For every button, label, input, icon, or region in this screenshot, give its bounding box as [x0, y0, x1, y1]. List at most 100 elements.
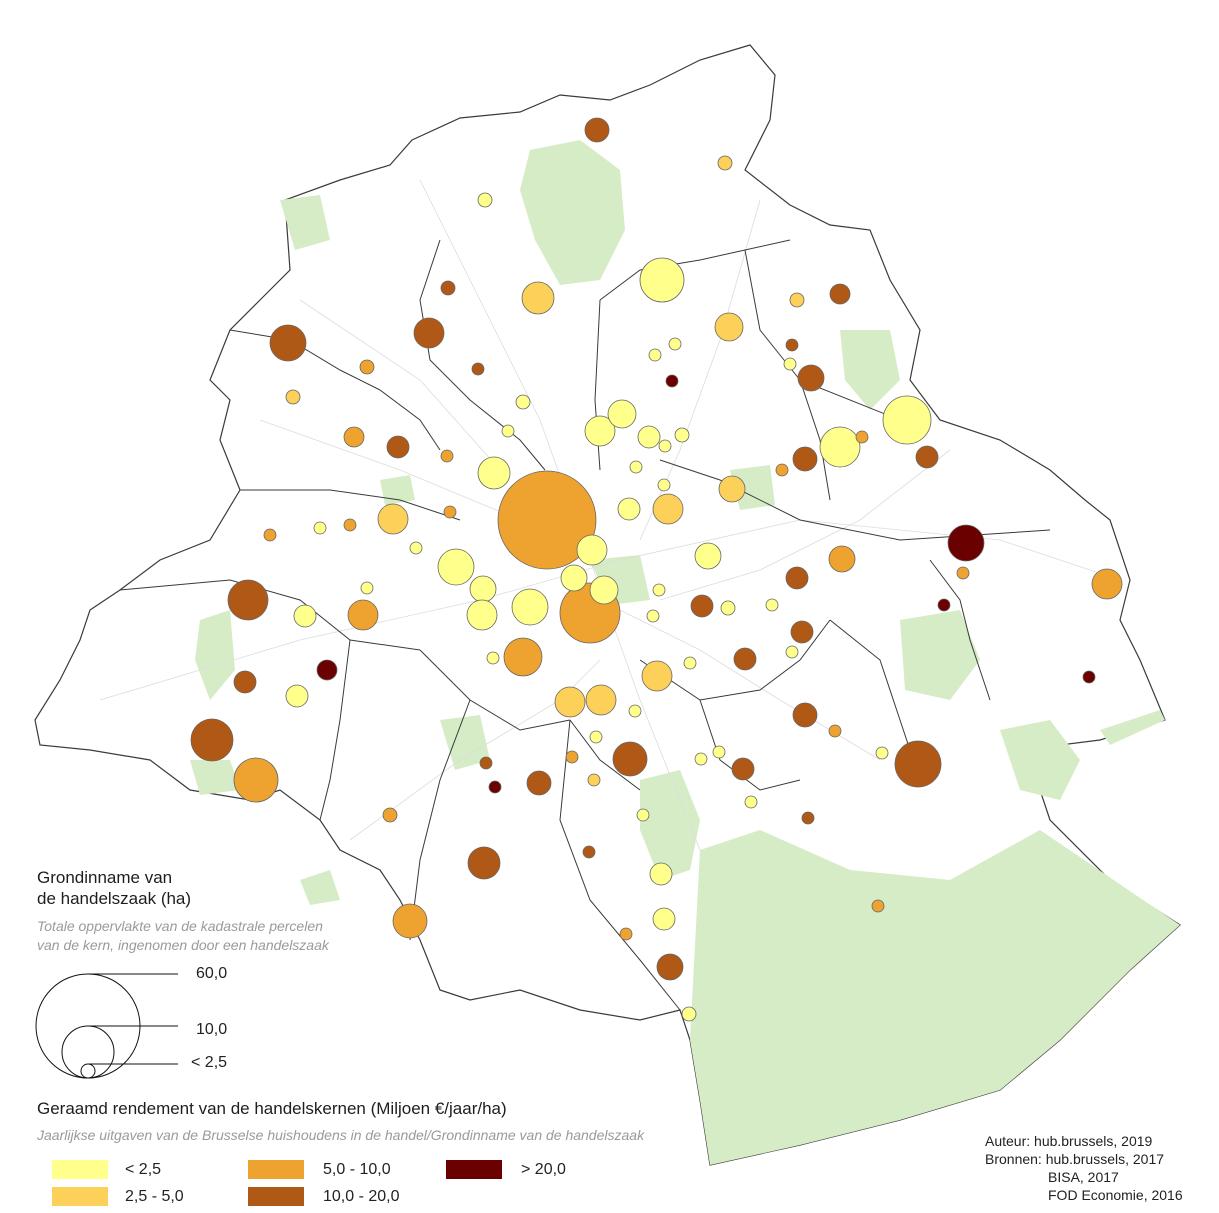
commercial-core-circle — [648, 348, 662, 362]
legend-label-10-20: 10,0 - 20,0 — [323, 1188, 400, 1205]
commercial-core-circle — [882, 395, 932, 445]
size-legend — [35, 973, 178, 1079]
commercial-core-circle — [783, 357, 797, 371]
commercial-core-circle — [733, 647, 757, 671]
commercial-core-circle — [718, 475, 746, 503]
commercial-core-circle — [565, 750, 579, 764]
commercial-core-circle — [190, 718, 234, 762]
commercial-core-circle — [628, 704, 642, 718]
commercial-core-circle — [819, 426, 861, 468]
size-legend-title: Grondinname van de handelszaak (ha) — [37, 867, 191, 909]
green-space — [195, 610, 235, 700]
commercial-core-circle — [497, 470, 597, 570]
commercial-core-circle — [469, 575, 497, 603]
commercial-core-circle — [617, 497, 641, 521]
commercial-core-circle — [829, 283, 851, 305]
commercial-core-circle — [554, 686, 586, 718]
commercial-core-circle — [360, 581, 374, 595]
commercial-core-circle — [233, 757, 279, 803]
commercial-core-circle — [694, 752, 708, 766]
commercial-core-circle — [515, 394, 531, 410]
commercial-core-circle — [589, 730, 603, 744]
green-space — [640, 770, 700, 880]
commercial-core-circle — [343, 518, 357, 532]
commercial-core-circle — [785, 338, 799, 352]
commercial-core-circle — [744, 795, 758, 809]
green-space — [300, 870, 340, 905]
commercial-core-circle — [668, 337, 682, 351]
commercial-core-circle — [629, 460, 643, 474]
commercial-core-circle — [413, 317, 445, 349]
commercial-core-circle — [227, 579, 269, 621]
street-network — [99, 179, 1121, 851]
commercial-core-circle — [293, 604, 317, 628]
commercial-core-circle — [377, 503, 409, 535]
legend-label-2-5-5: 2,5 - 5,0 — [125, 1188, 184, 1205]
color-legend-title: Geraamd rendement van de handelskernen (… — [37, 1099, 507, 1118]
commercial-core-circle — [486, 651, 500, 665]
commercial-core-circle — [440, 449, 454, 463]
commercial-core-circle — [584, 415, 616, 447]
commercial-core-circle — [1082, 670, 1096, 684]
commercial-core-circle — [582, 845, 596, 859]
commercial-core-circle — [587, 773, 601, 787]
commercial-core-circle — [607, 399, 637, 429]
color-legend-subtitle: Jaarlijkse uitgaven van de Brusselse hui… — [37, 1127, 645, 1143]
commercial-core-circle — [652, 583, 666, 597]
commercial-core-circle — [681, 1006, 697, 1022]
commercial-core-circle — [690, 594, 714, 618]
commercial-core-circle — [440, 280, 456, 296]
commercial-core-circle — [637, 425, 661, 449]
commercial-core-circle — [765, 598, 779, 612]
commercial-core-circle — [641, 660, 673, 692]
commercial-core-circle — [875, 746, 889, 760]
commercial-core-circle — [657, 478, 671, 492]
credits-author: Auteur: hub.brussels, 2019 — [985, 1133, 1153, 1149]
commercial-core-circle — [437, 548, 475, 586]
size-legend-circle-small — [80, 1063, 96, 1079]
green-space — [690, 830, 1180, 1165]
green-space — [1100, 710, 1165, 745]
commercial-core-circle — [526, 770, 552, 796]
commercial-core-circle — [521, 281, 555, 315]
commercial-core-circle — [612, 741, 648, 777]
commercial-core-circle — [269, 324, 307, 362]
commercial-core-circle — [466, 599, 498, 631]
green-space — [1000, 720, 1080, 800]
legend-swatch-10-20 — [248, 1187, 304, 1206]
commercial-core-circle — [584, 117, 610, 143]
commercial-core-circle — [674, 427, 690, 443]
green-space — [730, 465, 775, 510]
legend-label-lt-2-5: < 2,5 — [125, 1161, 162, 1178]
size-legend-subtitle: Totale oppervlakte van de kadastrale per… — [37, 917, 329, 955]
commercial-core-circle — [656, 953, 684, 981]
commercial-core-circle — [694, 542, 722, 570]
green-space — [190, 760, 240, 795]
legend-label-5-10: 5,0 - 10,0 — [323, 1161, 391, 1178]
commercial-core-circle — [720, 600, 736, 616]
commercial-core-circle — [263, 528, 277, 542]
commercial-core-circle — [828, 545, 856, 573]
size-legend-label-60: 60,0 — [196, 965, 228, 982]
green-space — [840, 330, 900, 410]
commercial-core-circle — [665, 374, 679, 388]
commercial-core-circle — [409, 541, 423, 555]
commercial-core-circle — [639, 257, 685, 303]
credits-source-bisa: BISA, 2017 — [1048, 1169, 1119, 1185]
legend-swatch-5-10 — [248, 1160, 304, 1179]
commercial-core-circle — [316, 659, 338, 681]
commercial-core-circle — [714, 312, 744, 342]
commercial-core-circle — [652, 493, 684, 525]
commercial-core-circle — [789, 292, 805, 308]
size-legend-title-line2: de handelszaak (ha) — [37, 889, 192, 908]
commercial-core-circle — [443, 505, 457, 519]
commercial-core-circle — [956, 566, 970, 580]
commercial-core-circle — [386, 435, 410, 459]
commercial-core-circle — [792, 446, 818, 472]
commercial-core-circle — [855, 430, 869, 444]
green-space — [440, 715, 490, 770]
size-legend-title-line1: Grondinname van — [37, 868, 173, 887]
commercial-core-circle — [392, 903, 428, 939]
commercial-core-circle — [343, 426, 365, 448]
